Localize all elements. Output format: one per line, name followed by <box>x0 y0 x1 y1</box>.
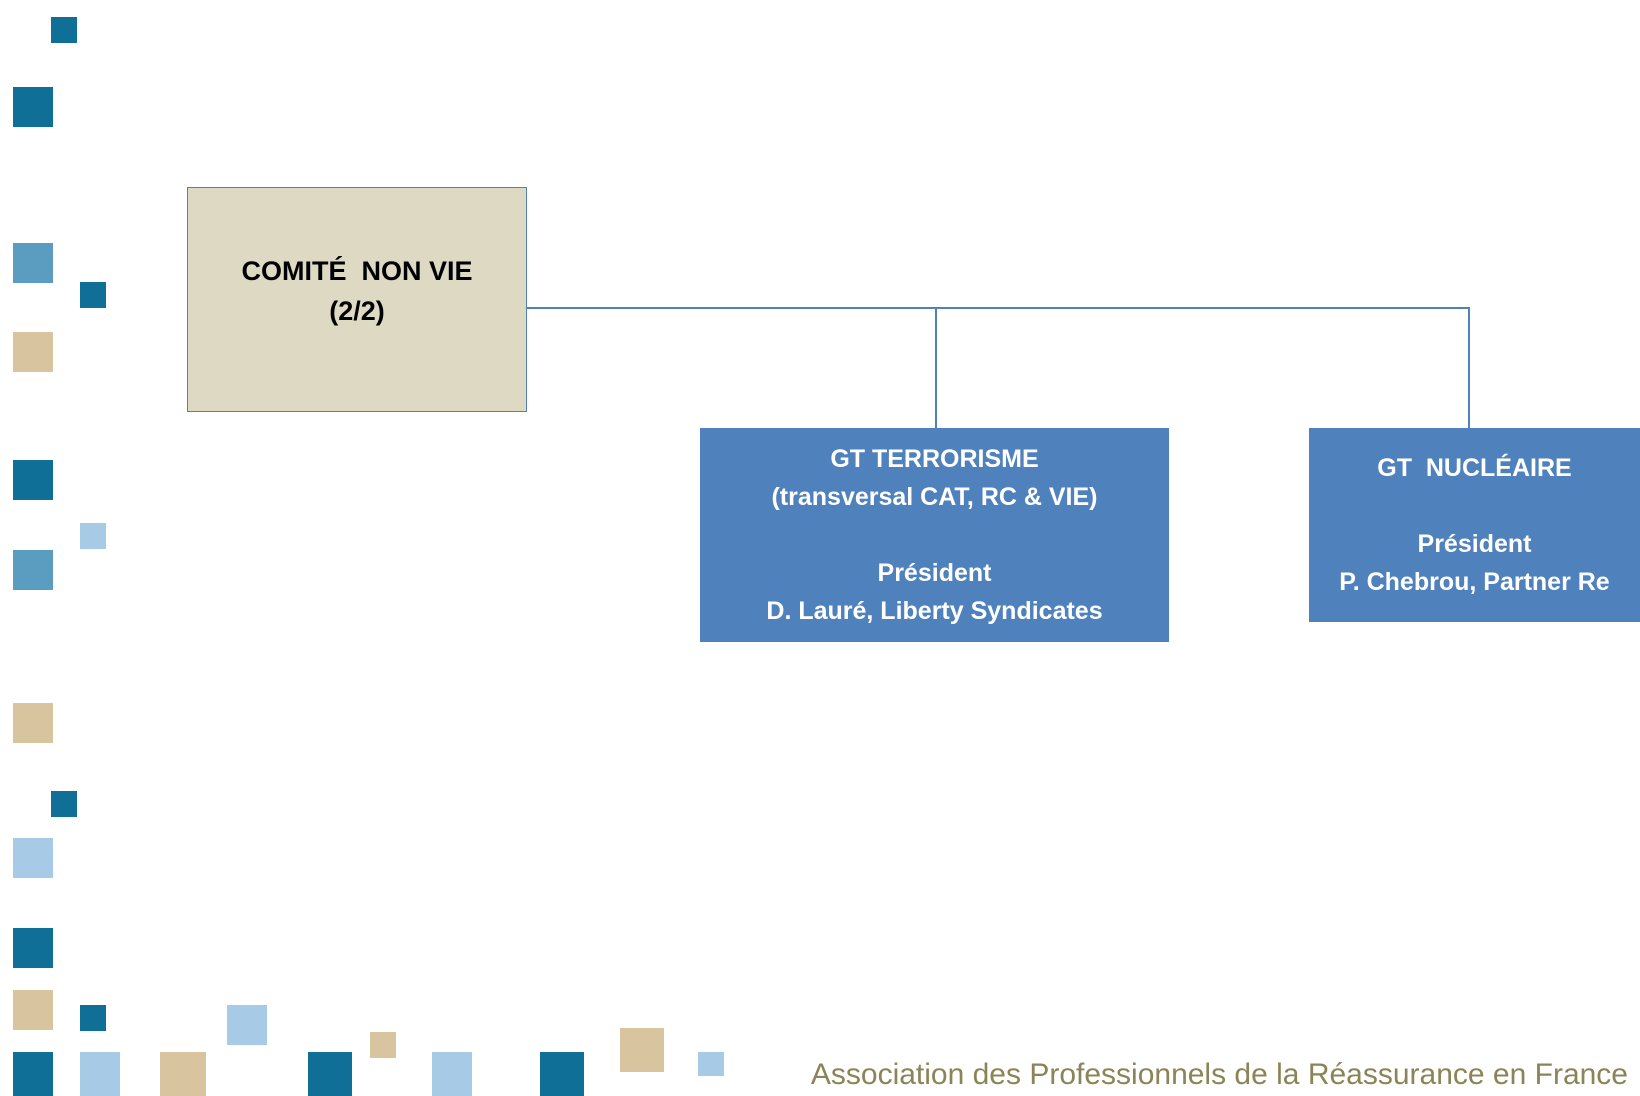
root-node-page: (2/2) <box>329 295 385 326</box>
decor-square <box>13 332 53 372</box>
node-person: D. Lauré, Liberty Syndicates <box>766 597 1103 625</box>
node-role: Président <box>1417 530 1532 558</box>
decor-square <box>13 87 53 127</box>
decor-square <box>13 928 53 968</box>
decor-square <box>51 17 77 43</box>
decor-square <box>370 1032 396 1058</box>
decor-square <box>51 791 77 817</box>
node-title: GT NUCLÉAIRE <box>1377 454 1572 482</box>
decor-square <box>227 1005 267 1045</box>
decor-square <box>308 1052 352 1096</box>
decor-square <box>13 990 53 1030</box>
decor-square <box>80 282 106 308</box>
root-node-comite-non-vie: COMITÉ NON VIE (2/2) <box>187 187 527 412</box>
decor-square <box>540 1052 584 1096</box>
decor-square <box>698 1052 724 1076</box>
decor-square <box>620 1028 664 1072</box>
decor-square <box>13 243 53 283</box>
root-node-title: COMITÉ NON VIE <box>241 255 473 286</box>
decor-square <box>13 460 53 500</box>
node-subtitle: (transversal CAT, RC & VIE) <box>771 483 1098 511</box>
decor-square <box>80 1005 106 1031</box>
decor-square <box>13 1052 53 1096</box>
footer-association-name: Association des Professionnels de la Réa… <box>810 1058 1628 1091</box>
decor-square <box>80 523 106 549</box>
decor-square <box>13 550 53 590</box>
decor-square <box>432 1052 472 1096</box>
decor-square <box>80 1052 120 1096</box>
node-person: P. Chebrou, Partner Re <box>1339 568 1610 596</box>
node-role: Président <box>877 559 992 587</box>
decor-square <box>160 1052 206 1096</box>
node-title: GT TERRORISME <box>830 445 1039 473</box>
node-gt-nucleaire: GT NUCLÉAIRE Président P. Chebrou, Partn… <box>1309 428 1640 622</box>
decor-square <box>13 838 53 878</box>
node-gt-terrorisme: GT TERRORISME (transversal CAT, RC & VIE… <box>700 428 1169 642</box>
decor-square <box>13 703 53 743</box>
